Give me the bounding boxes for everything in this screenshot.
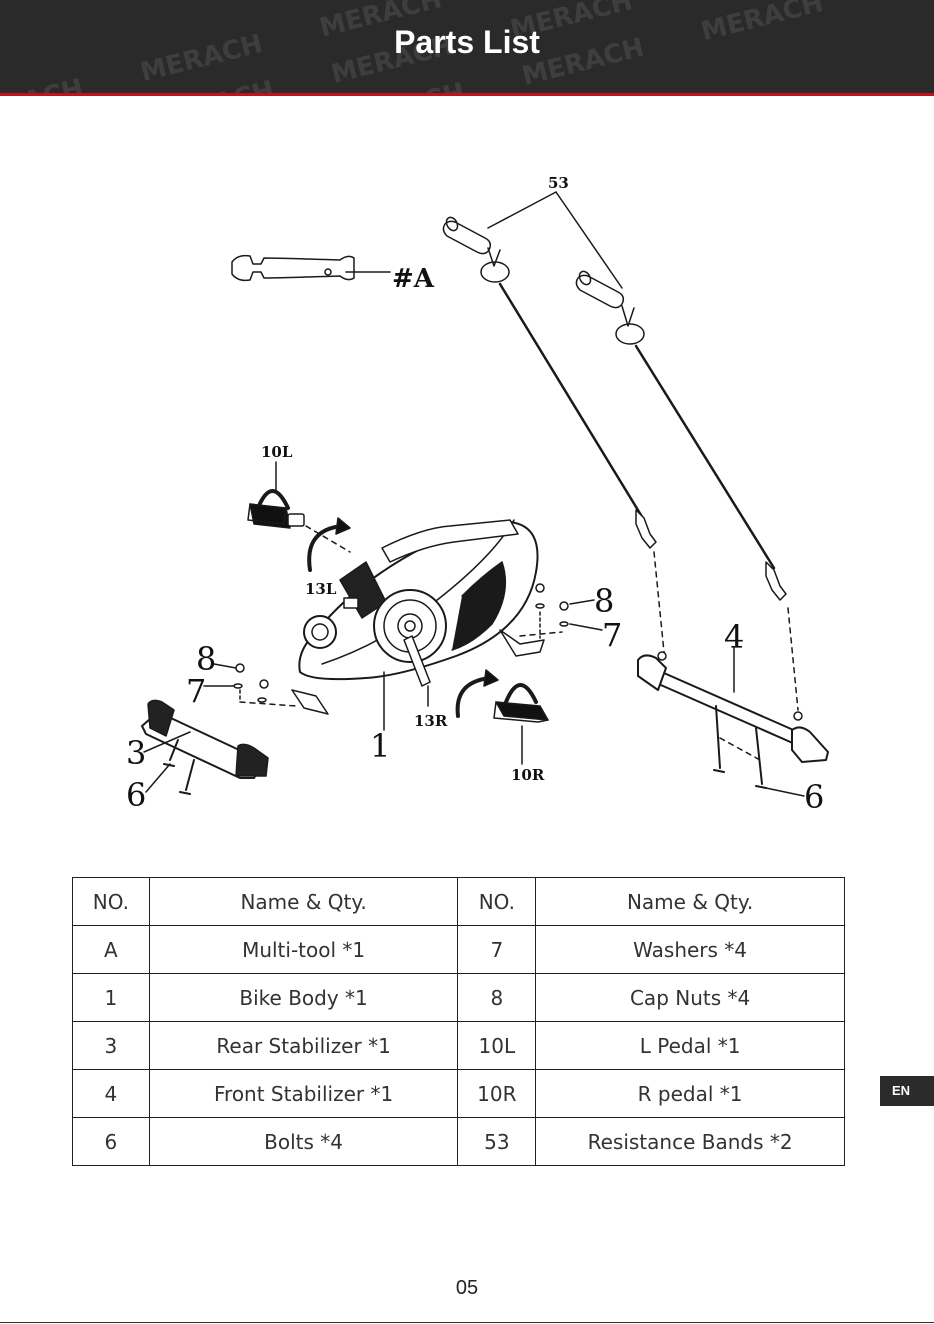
part-number: 53 [457, 1117, 537, 1166]
callout-bolts-left: 6 [126, 776, 147, 814]
part-name: Resistance Bands *2 [535, 1117, 845, 1166]
callout-cap-nut-right: 8 [594, 582, 615, 620]
bike-body-icon [291, 519, 545, 731]
left-pedal-icon [247, 461, 305, 529]
multitool-wrench-icon [231, 254, 391, 282]
rotate-arrow-left-icon [307, 524, 344, 572]
callout-multitool: #A [392, 264, 434, 294]
right-pedal-icon [493, 683, 549, 765]
exploded-parts-diagram [141, 191, 829, 797]
part-name: L Pedal *1 [535, 1021, 845, 1070]
front-stabilizer-icon [637, 647, 829, 797]
part-name: Multi-tool *1 [148, 925, 459, 974]
right-crank-icon [403, 635, 431, 707]
part-number: 1 [72, 973, 150, 1022]
part-number: 4 [72, 1069, 150, 1118]
callout-bolts-right: 6 [804, 778, 825, 816]
callout-front-stabilizer: 4 [724, 618, 745, 656]
language-tab[interactable]: EN [880, 1076, 934, 1106]
header-name-left: Name & Qty. [148, 877, 459, 926]
callout-left-pedal: 10L [261, 443, 293, 461]
header-accent-stripe [0, 93, 934, 96]
part-name: R pedal *1 [535, 1069, 845, 1118]
page-title: Parts List [394, 24, 540, 60]
part-name: Front Stabilizer *1 [148, 1069, 459, 1118]
callout-right-pedal: 10R [511, 766, 545, 784]
header-name-right: Name & Qty. [535, 877, 845, 926]
callout-left-crank: 13L [305, 580, 337, 598]
callout-right-crank: 13R [414, 712, 448, 730]
callout-resistance-bands: 53 [548, 174, 569, 192]
callout-rear-stabilizer: 3 [126, 734, 147, 772]
header-no-right: NO. [457, 877, 537, 926]
header-no-left: NO. [72, 877, 150, 926]
part-number: 8 [457, 973, 537, 1022]
page-number: 05 [455, 1277, 479, 1299]
left-nuts-washers-icon [203, 663, 297, 707]
arrow-head-left-icon [335, 517, 351, 535]
part-name: Washers *4 [535, 925, 845, 974]
table-row: 1 Bike Body *1 8 Cap Nuts *4 [72, 973, 845, 1022]
table-row: 6 Bolts *4 53 Resistance Bands *2 [72, 1117, 845, 1166]
parts-table: NO. Name & Qty. NO. Name & Qty. A Multi-… [72, 877, 845, 1166]
callout-bike-body: 1 [370, 727, 391, 765]
part-number: 6 [72, 1117, 150, 1166]
table-row: 4 Front Stabilizer *1 10R R pedal *1 [72, 1069, 845, 1118]
right-nuts-washers-icon [519, 583, 603, 639]
table-row: A Multi-tool *1 7 Washers *4 [72, 925, 845, 974]
arrow-head-right-icon [483, 669, 499, 687]
part-name: Cap Nuts *4 [535, 973, 845, 1022]
footer-divider [0, 1322, 934, 1323]
table-header-row: NO. Name & Qty. NO. Name & Qty. [72, 877, 845, 926]
callout-washer-right: 7 [602, 616, 623, 654]
part-number: 3 [72, 1021, 150, 1070]
part-name: Bolts *4 [148, 1117, 459, 1166]
part-number: 7 [457, 925, 537, 974]
part-name: Rear Stabilizer *1 [148, 1021, 459, 1070]
part-number: A [72, 925, 150, 974]
part-number: 10L [457, 1021, 537, 1070]
resistance-bands-icon [442, 191, 799, 711]
callout-cap-nut-left: 8 [196, 640, 217, 678]
callout-washer-left: 7 [186, 672, 207, 710]
part-name: Bike Body *1 [148, 973, 459, 1022]
rear-stabilizer-icon [141, 699, 269, 795]
part-number: 10R [457, 1069, 537, 1118]
table-row: 3 Rear Stabilizer *1 10L L Pedal *1 [72, 1021, 845, 1070]
